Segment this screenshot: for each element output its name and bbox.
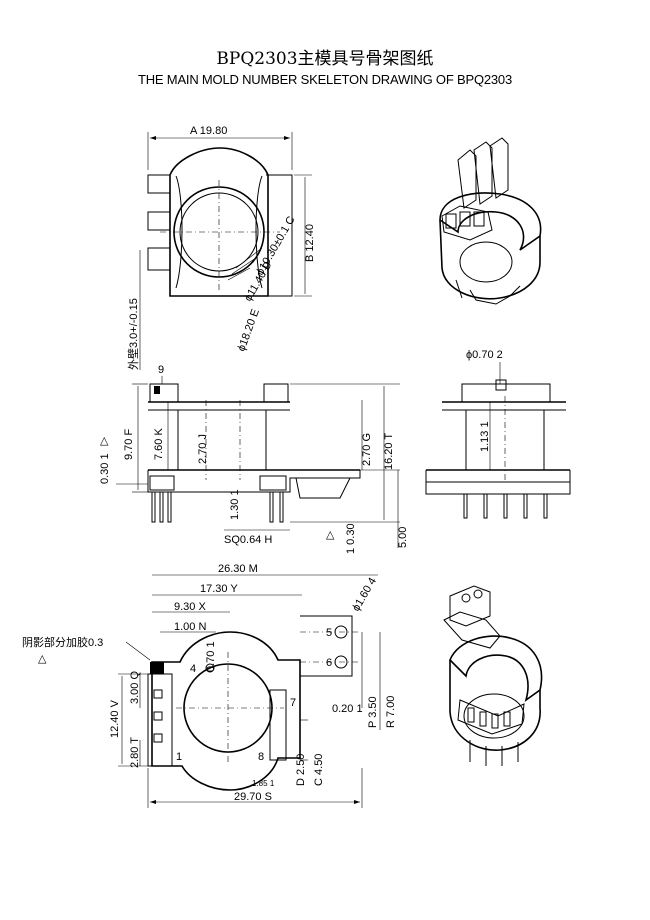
dim-1620: 16.20 T xyxy=(383,433,395,470)
dim-500: 5.00 xyxy=(397,527,409,548)
tag-triangle-left: △ xyxy=(100,435,109,447)
front-view: 9 9.70 F 7.60 K 2.70 J 0.30 1 xyxy=(99,364,409,554)
dim-130: 1.30 1 xyxy=(229,489,241,520)
dim-020: 0.20 1 xyxy=(332,703,363,715)
dim-030b: 1 0.30 xyxy=(345,523,357,554)
drawing-title-english: THE MAIN MOLD NUMBER SKELETON DRAWING OF… xyxy=(138,72,512,87)
dim-930: 9.30 X xyxy=(174,601,206,613)
dim-100: 1.00 N xyxy=(174,621,206,633)
glue-tag: △ xyxy=(38,653,47,665)
dim-113: 1.13 1 xyxy=(479,421,491,452)
dim-1730: 17.30 Y xyxy=(200,583,238,595)
side-view: ϕ0.70 2 1.13 1 xyxy=(425,349,571,519)
isometric-view-bottom xyxy=(443,585,543,766)
pin-label-7: 7 xyxy=(290,697,296,709)
pin-label-6: 6 xyxy=(326,657,332,669)
dim-width-1980: A 19.80 xyxy=(190,125,227,137)
bottom-view: 26.30 M 17.30 Y 9.30 X 1.00 N 0.70 1 ϕ1.… xyxy=(22,563,397,808)
isometric-view-top xyxy=(439,137,542,305)
tag-triangle: △ xyxy=(326,529,335,541)
dim-2630: 26.30 M xyxy=(218,563,258,575)
pin-label-8: 8 xyxy=(258,751,264,763)
top-view: A 19.80 B 12.40 ϕ10.30±0.1 C ϕ11.40 D ϕ1… xyxy=(126,125,316,370)
dim-760: 7.60 K xyxy=(153,428,165,460)
dim-270b: 2.70 G xyxy=(361,433,373,466)
dim-sq064: SQ0.64 H xyxy=(224,534,272,546)
glue-note: 阴影部分加胶0.3 xyxy=(22,635,103,649)
dim-030: 0.30 1 xyxy=(99,453,111,484)
dim-300: 3.00 Q xyxy=(129,671,141,704)
dim-270: 2.70 J xyxy=(197,434,209,464)
dim-hole-dia: ϕ1.60 4 xyxy=(350,576,379,614)
dim-250: D 2.50 xyxy=(295,754,307,786)
pin-label-4: 4 xyxy=(190,663,196,675)
pin-label-1: 1 xyxy=(176,751,182,763)
dim-450: C 4.50 xyxy=(313,754,325,786)
dim-pin-dia: ϕ0.70 2 xyxy=(466,349,503,361)
drawing-title-chinese: BPQ2303主模具号骨架图纸 xyxy=(216,49,434,69)
dim-height-1240: B 12.40 xyxy=(304,224,316,262)
dim-1240b: 12.40 V xyxy=(109,699,121,738)
dim-outer-dia: ϕ18.20 E xyxy=(236,307,262,353)
pin-label-5: 5 xyxy=(326,627,332,639)
dim-185: 1.85 1 xyxy=(252,779,275,788)
dim-970: 9.70 F xyxy=(123,429,135,460)
dim-280: 2.80 T xyxy=(129,737,141,768)
dim-700: R 7.00 xyxy=(385,696,397,728)
dim-2970: 29.70 S xyxy=(234,791,272,803)
label-9: 9 xyxy=(158,364,164,376)
dim-350: P 3.50 xyxy=(367,696,379,728)
wall-tolerance-note: 外壁3.0+/-0.15 xyxy=(126,298,140,370)
